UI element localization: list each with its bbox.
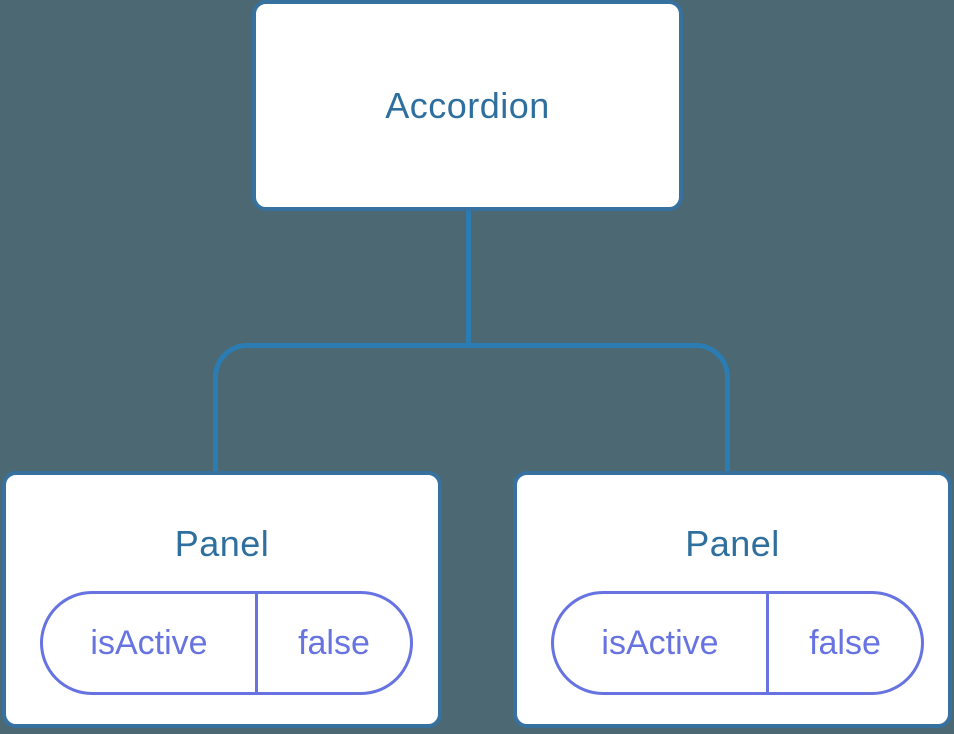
state-value: false xyxy=(766,594,921,692)
connector-stem-line xyxy=(466,209,471,348)
connector-branch-line xyxy=(213,343,730,478)
panel-label: Panel xyxy=(174,523,270,564)
panel-node-right: Panel isActive false xyxy=(513,471,952,728)
state-pill: isActive false xyxy=(40,591,413,695)
panel-label: Panel xyxy=(685,523,780,564)
state-key: isActive xyxy=(90,623,208,662)
state-pill: isActive false xyxy=(551,591,924,695)
panel-node-left: Panel isActive false xyxy=(2,471,442,728)
state-key: isActive xyxy=(601,623,719,662)
state-value: false xyxy=(255,594,410,692)
root-node-label: Accordion xyxy=(385,84,550,126)
root-node-accordion: Accordion xyxy=(252,0,683,211)
